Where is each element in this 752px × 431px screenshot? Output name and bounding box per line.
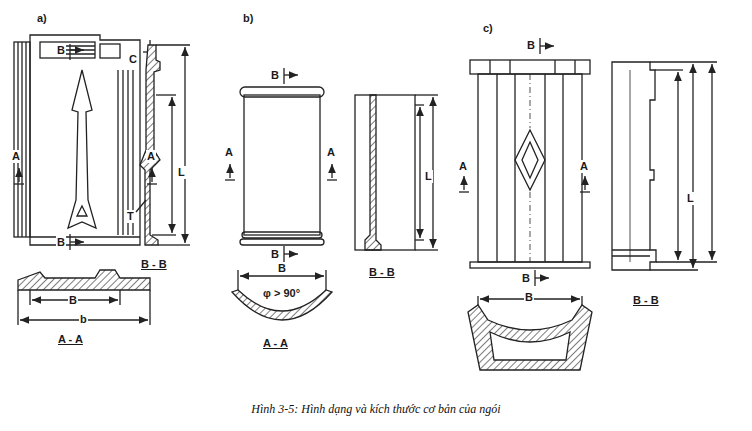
dimension-label: a) bbox=[36, 12, 48, 25]
dimension-label: B bbox=[270, 248, 280, 261]
dimension-label: b) bbox=[242, 12, 254, 25]
dimension-label: A bbox=[326, 146, 336, 159]
dimension-label: B bbox=[68, 294, 78, 307]
section-title: A - A bbox=[262, 337, 289, 350]
section-title: B - B bbox=[140, 258, 168, 271]
figure-caption: Hình 3-5: Hình dạng và kích thước cơ bản… bbox=[0, 402, 752, 417]
dimension-label: B bbox=[521, 272, 531, 285]
section-title: B - B bbox=[368, 266, 396, 279]
dimension-label: B bbox=[56, 44, 66, 57]
dimension-label: A bbox=[224, 146, 234, 159]
dimension-label: c) bbox=[482, 22, 494, 35]
dimension-label: T bbox=[126, 210, 135, 223]
section-title: B - B bbox=[632, 294, 660, 307]
dimension-label: A bbox=[458, 160, 468, 173]
dimension-label: B bbox=[270, 69, 280, 82]
dimension-label: B bbox=[526, 39, 536, 52]
dimension-label: b bbox=[79, 313, 88, 326]
dimension-label: L bbox=[424, 170, 433, 183]
dimension-label: A bbox=[11, 150, 21, 163]
dimension-label: C bbox=[128, 53, 138, 66]
dimension-label: φ > 90° bbox=[262, 287, 301, 300]
dimension-label: L bbox=[177, 166, 186, 179]
section-title: A - A bbox=[57, 333, 84, 346]
dimension-label: B bbox=[524, 291, 534, 304]
dimension-label: A bbox=[579, 160, 589, 173]
dimension-label: L bbox=[686, 192, 695, 205]
dimension-label: B bbox=[56, 236, 66, 249]
dimension-label: B bbox=[277, 262, 287, 275]
dimension-label: A bbox=[146, 150, 156, 163]
